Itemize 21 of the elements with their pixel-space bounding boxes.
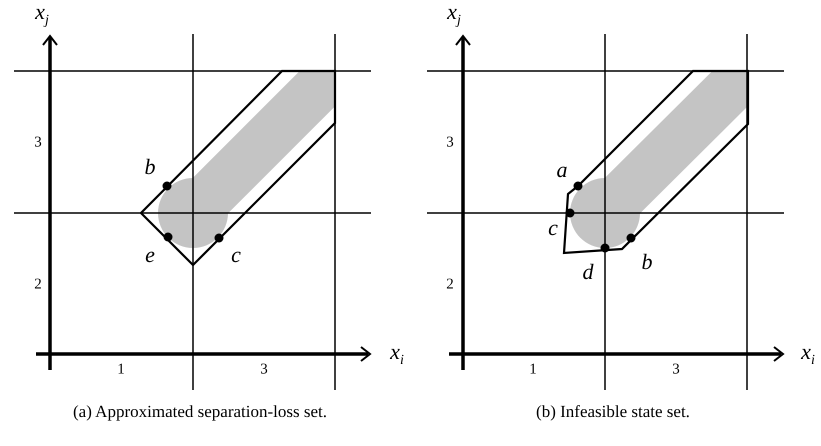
axis-label: x$_{i}$ [801,339,815,369]
tick-label: 1 [117,362,125,378]
point-label: b [642,249,652,275]
tick-label: 2 [446,276,454,294]
axis-label: x$_{j}$ [447,0,461,29]
tick-label: 3 [260,362,268,378]
point-label: c [231,242,241,268]
tick-label: 3 [34,134,42,152]
tick-label: 2 [34,276,42,294]
point-label: e [145,242,155,268]
axis-label: x$_{i}$ [390,339,404,369]
point-label: a [556,157,568,183]
figure-caption: (a) Approximated separation-loss set. [73,402,327,422]
figure-caption: (b) Infeasible state set. [536,402,690,422]
point-label: b [144,154,156,180]
axis-label: x$_{j}$ [35,0,49,29]
point-label: d [582,259,594,285]
point-label: c [548,215,558,241]
tick-label: 3 [672,362,680,378]
tick-label: 3 [446,134,454,152]
tick-label: 1 [529,362,537,378]
